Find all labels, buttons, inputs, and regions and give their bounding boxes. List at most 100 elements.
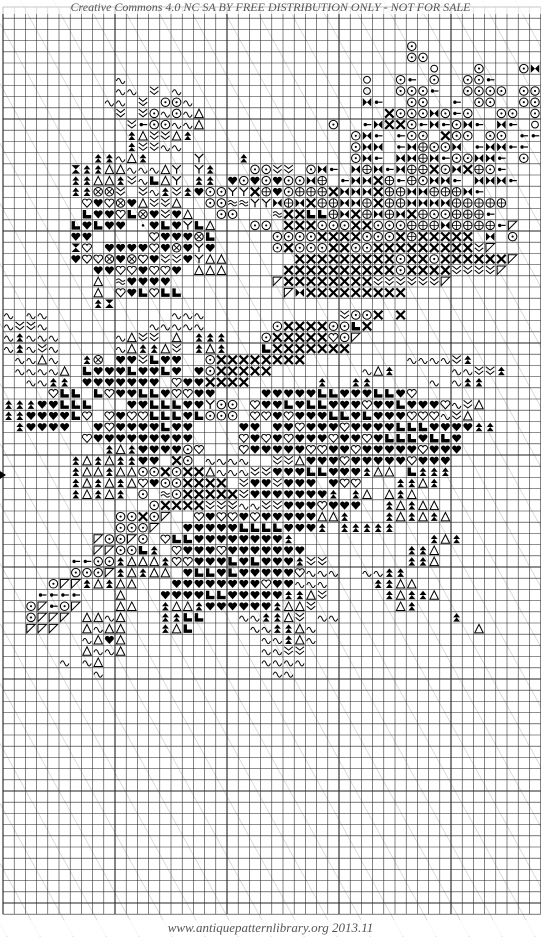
watermark-line xyxy=(251,0,541,937)
stitch-symbol-Z xyxy=(364,524,371,533)
stitch-symbol-V xyxy=(486,266,495,274)
stitch-symbol-X xyxy=(318,266,327,275)
stitch-symbol-U xyxy=(430,412,439,420)
stitch-symbol-J xyxy=(418,401,427,409)
stitch-symbol-X xyxy=(195,490,204,499)
stitch-symbol-J xyxy=(273,569,282,577)
stitch-symbol-A xyxy=(206,266,215,275)
stitch-symbol-R xyxy=(452,165,461,174)
stitch-symbol-X xyxy=(374,244,383,253)
stitch-symbol-O xyxy=(497,87,506,96)
stitch-symbol-Z xyxy=(117,479,124,488)
stitch-symbol-X xyxy=(307,344,316,353)
stitch-symbol-Z xyxy=(128,143,135,152)
stitch-symbol-X xyxy=(419,266,428,275)
stitch-symbol-Z xyxy=(218,333,225,342)
stitch-symbol-J xyxy=(239,535,248,543)
stitch-symbol-H xyxy=(363,165,372,174)
stitch-symbol-O xyxy=(94,557,103,566)
stitch-symbol-K xyxy=(172,165,181,174)
stitch-symbol-J xyxy=(150,479,159,487)
stitch-symbol-X xyxy=(240,356,249,365)
stitch-symbol-K xyxy=(262,199,271,208)
stitch-symbol-O xyxy=(128,524,137,533)
stitch-symbol-Z xyxy=(162,557,169,566)
stitch-symbol-Z xyxy=(16,412,23,421)
watermark-line xyxy=(86,0,541,937)
stitch-symbol-R xyxy=(475,176,484,185)
stitch-symbol-O xyxy=(262,221,271,230)
stitch-symbol-O xyxy=(441,109,450,118)
stitch-symbol-J xyxy=(385,401,394,409)
stitch-symbol-Q xyxy=(397,134,405,137)
stitch-symbol-Z xyxy=(285,535,292,544)
stitch-symbol-O xyxy=(161,120,170,129)
stitch-symbol-Z xyxy=(84,165,91,174)
stitch-symbol-U xyxy=(295,569,304,577)
stitch-symbol-A xyxy=(139,557,148,566)
stitch-symbol-X xyxy=(296,255,305,264)
stitch-symbol-P xyxy=(508,255,517,264)
stitch-symbol-X xyxy=(217,490,226,499)
stitch-symbol-J xyxy=(183,524,192,532)
stitch-symbol-J xyxy=(273,446,282,454)
stitch-symbol-R xyxy=(486,154,495,163)
stitch-symbol-X xyxy=(284,322,293,331)
stitch-symbol-O xyxy=(430,76,439,85)
stitch-symbol-W xyxy=(94,188,103,197)
stitch-symbol-J xyxy=(329,457,338,465)
stitch-symbol-J xyxy=(430,401,439,409)
stitch-symbol-Q xyxy=(498,168,506,171)
stitch-symbol-R xyxy=(408,143,417,152)
stitch-symbol-A xyxy=(172,333,181,342)
stitch-symbol-X xyxy=(296,356,305,365)
stitch-symbol-S xyxy=(116,347,125,352)
stitch-symbol-J xyxy=(262,569,271,577)
stitch-symbol-O xyxy=(116,535,125,544)
stitch-symbol-S xyxy=(318,571,327,576)
stitch-symbol-O xyxy=(408,120,417,129)
stitch-symbol-J xyxy=(239,569,248,577)
stitch-symbol-A xyxy=(172,624,181,633)
stitch-symbol-A xyxy=(83,468,92,477)
stitch-symbol-J xyxy=(49,412,58,420)
stitch-symbol-Z xyxy=(117,490,124,499)
stitch-symbol-J xyxy=(194,580,203,588)
watermark-line xyxy=(0,0,271,937)
stitch-symbol-J xyxy=(194,401,203,409)
stitch-symbol-Z xyxy=(296,591,303,600)
stitch-symbol-U xyxy=(82,244,91,252)
stitch-symbol-S xyxy=(49,359,58,364)
stitch-symbol-A xyxy=(128,580,137,589)
stitch-symbol-J xyxy=(340,401,349,409)
stitch-symbol-J xyxy=(262,479,271,487)
stitch-symbol-W xyxy=(128,255,137,264)
stitch-symbol-H xyxy=(408,165,417,174)
stitch-symbol-H xyxy=(408,176,417,185)
stitch-symbol-B xyxy=(307,210,316,219)
stitch-symbol-Z xyxy=(5,412,12,421)
stitch-symbol-S xyxy=(139,179,148,184)
stitch-symbol-B xyxy=(318,400,327,409)
stitch-symbol-X xyxy=(452,232,461,241)
stitch-symbol-H xyxy=(452,221,461,230)
stitch-symbol-J xyxy=(116,367,125,375)
stitch-symbol-Z xyxy=(95,154,102,163)
stitch-symbol-B xyxy=(150,412,159,421)
stitch-symbol-J xyxy=(273,412,282,420)
stitch-symbol-Z xyxy=(117,568,124,577)
stitch-symbol-S xyxy=(49,336,58,341)
stitch-symbol-U xyxy=(105,423,114,431)
stitch-symbol-X xyxy=(441,255,450,264)
stitch-symbol-Q xyxy=(453,100,461,103)
stitch-symbol-J xyxy=(138,457,147,465)
stitch-symbol-J xyxy=(228,535,237,543)
stitch-symbol-O xyxy=(217,412,226,421)
stitch-symbol-R xyxy=(430,154,439,163)
stitch-symbol-O xyxy=(508,109,517,118)
stitch-symbol-Z xyxy=(386,591,393,600)
stitch-symbol-J xyxy=(250,423,259,431)
stitch-symbol-R xyxy=(363,154,372,163)
stitch-symbol-A xyxy=(396,512,405,521)
